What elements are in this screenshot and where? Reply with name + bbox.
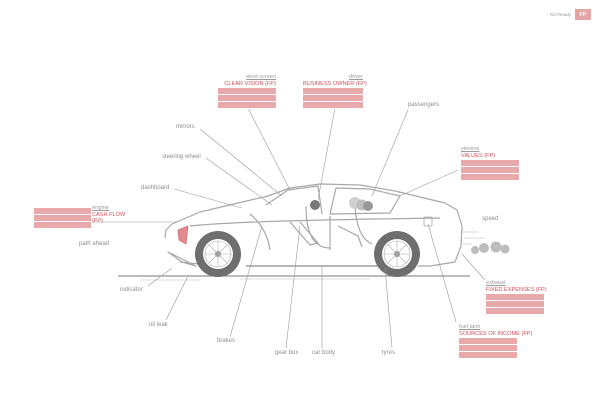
input-box[interactable]	[486, 301, 544, 308]
group-windscreen: wind screen CLEAR VISION (FP)	[218, 74, 276, 109]
group-exhaust: exhaust FIXED EXPENSES (FP)	[486, 280, 544, 315]
input-box[interactable]	[218, 95, 276, 102]
driver-input-boxes	[303, 88, 363, 109]
leader-lines	[92, 108, 485, 348]
label-mirrors: mirrors	[176, 124, 195, 130]
label-indicator: indicator	[120, 287, 143, 293]
group-stereos: stereos VALUES (FP)	[461, 146, 519, 181]
group-engine: engine CASH FLOW (FP)	[34, 205, 91, 229]
input-box[interactable]	[486, 294, 544, 301]
exhaust-title: exhaust	[486, 280, 544, 287]
rear-wheel	[374, 231, 420, 277]
input-box[interactable]	[303, 102, 363, 109]
input-box[interactable]	[34, 208, 91, 215]
group-fuel-tank: fuel tank SOURCES OF INCOME (FP)	[459, 324, 517, 359]
headlight-shape	[178, 226, 188, 244]
input-box[interactable]	[34, 215, 91, 222]
input-box[interactable]	[459, 338, 517, 345]
stereos-input-boxes	[461, 160, 519, 181]
input-box[interactable]	[34, 222, 91, 229]
speed-lines	[462, 232, 485, 244]
driver-title: driver	[303, 74, 363, 81]
input-box[interactable]	[459, 345, 517, 352]
engine-title: engine	[92, 205, 125, 212]
label-gear-box: gear box	[275, 350, 298, 356]
driver-subtitle: BUSINESS OWNER (FP)	[303, 81, 363, 88]
front-wheel	[195, 231, 241, 277]
label-brakes: brakes	[217, 338, 235, 344]
input-box[interactable]	[459, 352, 517, 359]
windscreen-subtitle: CLEAR VISION (FP)	[218, 81, 276, 88]
exhaust-puffs	[471, 242, 510, 255]
input-box[interactable]	[486, 308, 544, 315]
windscreen-title: wind screen	[218, 74, 276, 81]
input-box[interactable]	[461, 160, 519, 167]
label-dashboard: dashboard	[141, 185, 169, 191]
fp-badge: FP	[575, 9, 591, 20]
label-steering-wheel: steering wheel	[162, 154, 201, 160]
exhaust-input-boxes	[486, 294, 544, 315]
input-box[interactable]	[218, 88, 276, 95]
label-passengers: passengers	[408, 102, 439, 108]
windscreen-input-boxes	[218, 88, 276, 109]
input-box[interactable]	[461, 174, 519, 181]
label-tyres: tyres	[382, 350, 395, 356]
stereos-subtitle: VALUES (FP)	[461, 153, 519, 160]
input-box[interactable]	[461, 167, 519, 174]
input-box[interactable]	[303, 95, 363, 102]
label-path-ahead: path ahead	[79, 241, 109, 247]
group-driver: driver BUSINESS OWNER (FP)	[303, 74, 363, 109]
label-speed: speed	[482, 216, 498, 222]
stereos-title: stereos	[461, 146, 519, 153]
engine-input-boxes	[34, 208, 91, 229]
fuel-tank-subtitle: SOURCES OF INCOME (FP)	[459, 331, 517, 338]
fuel-tank-title: fuel tank	[459, 324, 517, 331]
exhaust-subtitle: FIXED EXPENSES (FP)	[486, 287, 544, 294]
driver-head	[310, 200, 320, 210]
header-title: Kid Ready	[550, 12, 571, 17]
label-car-body: car body	[312, 350, 335, 356]
header: Kid Ready FP	[550, 9, 591, 20]
engine-subtitle-2: (FP)	[92, 218, 125, 225]
fuel-tank-input-boxes	[459, 338, 517, 359]
input-box[interactable]	[303, 88, 363, 95]
input-box[interactable]	[218, 102, 276, 109]
label-oil-leak: oil leak	[149, 322, 168, 328]
engine-subtitle: CASH FLOW	[92, 212, 125, 219]
